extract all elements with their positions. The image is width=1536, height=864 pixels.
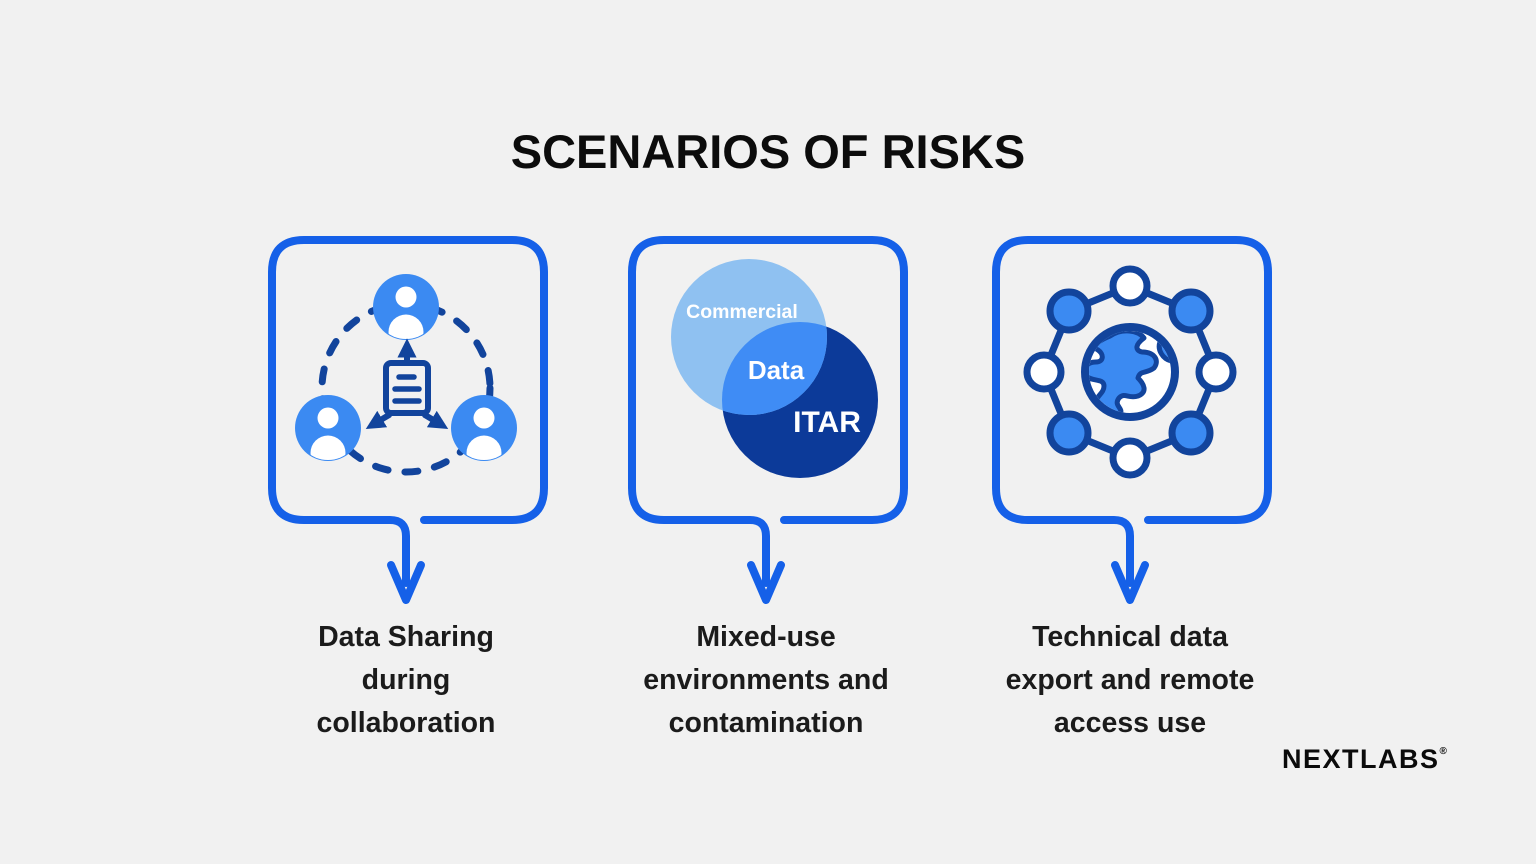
- caption-line: Mixed-use: [696, 621, 836, 653]
- network-node: [1109, 265, 1151, 307]
- people-document-share-icon: [295, 274, 517, 476]
- document-text-lines: [392, 374, 422, 404]
- caption-mixed-use: Mixed-use environments and contamination: [594, 616, 938, 745]
- caption-line: contamination: [668, 707, 864, 739]
- venn-label-data: Data: [748, 355, 805, 385]
- caption-line: Data Sharing: [318, 621, 494, 653]
- down-arrow-icon: [747, 561, 785, 604]
- page-title: SCENARIOS OF RISKS: [510, 125, 1026, 178]
- panel-outline: [628, 236, 908, 587]
- network-node: [1195, 351, 1237, 393]
- venn-diagram-icon: Commercial Data ITAR: [671, 259, 878, 478]
- network-node: [1168, 410, 1214, 456]
- network-nodes: [1023, 265, 1237, 479]
- caption-line: export and remote: [1005, 664, 1255, 696]
- network-node: [1023, 351, 1065, 393]
- caption-technical-export: Technical data export and remote access …: [958, 616, 1302, 745]
- person-avatar-icon: [451, 395, 517, 471]
- panel-data-sharing: [268, 236, 548, 604]
- share-arrows-icon: [365, 338, 449, 429]
- caption-line: during: [361, 664, 451, 696]
- network-node: [1168, 288, 1214, 334]
- brand-logo: NEXTLABS®: [1282, 744, 1447, 775]
- network-node: [1109, 437, 1151, 479]
- brand-logo-text: NEXTLABS: [1282, 744, 1440, 774]
- panel-technical-export: [992, 236, 1272, 604]
- down-arrow-icon: [1111, 561, 1149, 604]
- caption-line: access use: [1053, 707, 1207, 739]
- venn-label-commercial: Commercial: [686, 301, 798, 323]
- down-arrow-icon: [387, 561, 425, 604]
- caption-line: environments and: [643, 664, 889, 696]
- person-avatar-icon: [373, 274, 439, 350]
- caption-data-sharing: Data Sharing during collaboration: [234, 616, 578, 745]
- person-avatar-icon: [295, 395, 361, 471]
- panel-outline: [992, 236, 1272, 587]
- panel-mixed-use: Commercial Data ITAR: [628, 236, 908, 604]
- network-node: [1046, 410, 1092, 456]
- caption-line: collaboration: [316, 707, 496, 739]
- registered-trademark-icon: ®: [1439, 746, 1447, 757]
- venn-label-itar: ITAR: [793, 406, 861, 439]
- network-node: [1046, 288, 1092, 334]
- globe-network-icon: [1023, 265, 1237, 479]
- caption-line: Technical data: [1032, 621, 1228, 653]
- panel-outline: [268, 236, 548, 587]
